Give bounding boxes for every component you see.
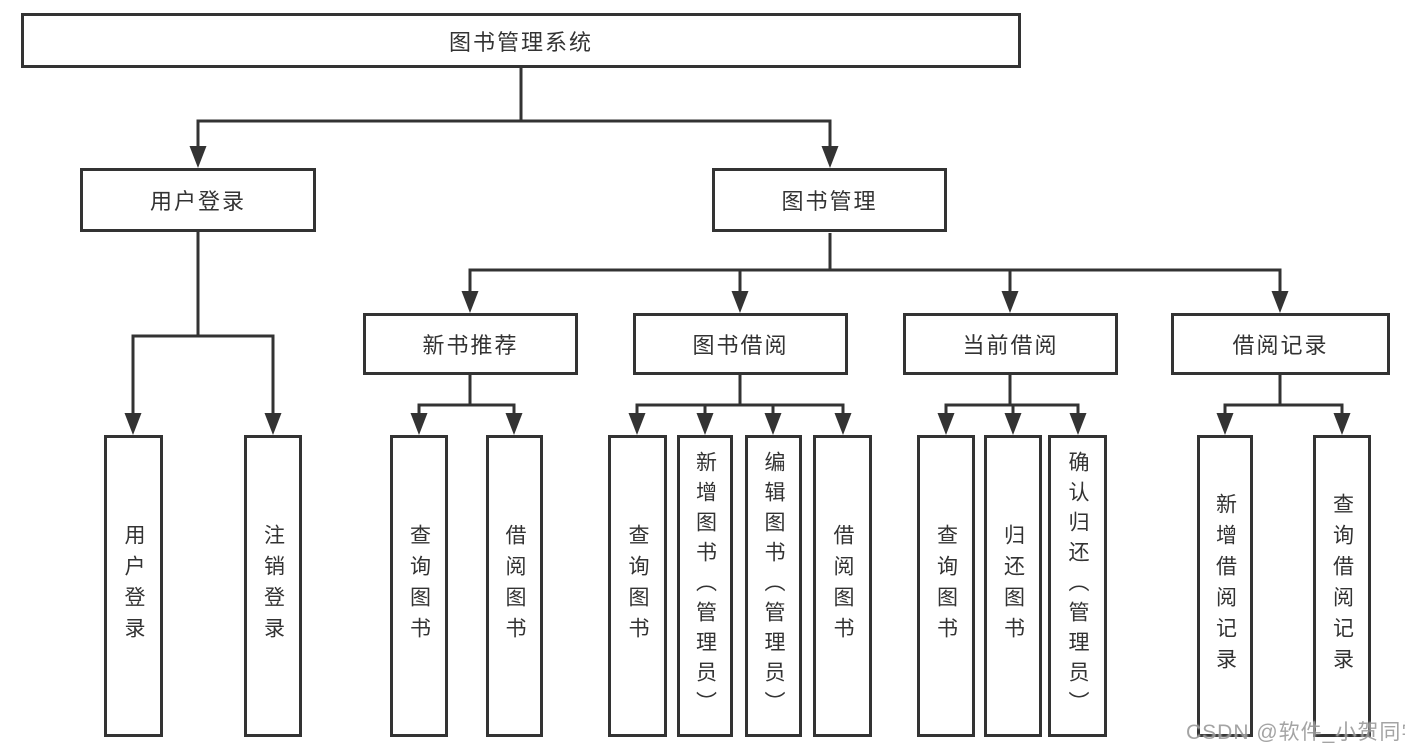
leaf-query-books-recommend: 查询图书 bbox=[390, 435, 448, 737]
node-label: 查询图书 bbox=[626, 524, 649, 648]
node-label: 用户登录 bbox=[122, 524, 145, 648]
leaf-query-books-current: 查询图书 bbox=[917, 435, 975, 737]
leaf-edit-book-admin: 编辑图书（管理员） bbox=[745, 435, 802, 737]
node-label: 借阅图书 bbox=[503, 524, 526, 648]
node-label: 图书借阅 bbox=[692, 333, 789, 358]
leaf-add-borrow-record: 新增借阅记录 bbox=[1197, 435, 1253, 737]
leaf-query-books-borrow: 查询图书 bbox=[608, 435, 667, 737]
node-library-management-system: 图书管理系统 bbox=[21, 13, 1021, 68]
node-borrow-records: 借阅记录 bbox=[1171, 313, 1390, 375]
node-label: 新增图书（管理员） bbox=[693, 451, 717, 721]
edge-new-book-recommend-children bbox=[410, 375, 523, 435]
node-label: 当前借阅 bbox=[962, 333, 1059, 358]
node-new-book-recommend: 新书推荐 bbox=[363, 313, 578, 375]
node-label: 用户登录 bbox=[149, 189, 246, 214]
node-label: 查询借阅记录 bbox=[1330, 493, 1354, 679]
leaf-borrow-books: 借阅图书 bbox=[813, 435, 872, 737]
leaf-query-borrow-record: 查询借阅记录 bbox=[1313, 435, 1371, 737]
leaf-add-book-admin: 新增图书（管理员） bbox=[677, 435, 733, 737]
node-label: 归还图书 bbox=[1001, 524, 1025, 648]
node-label: 查询图书 bbox=[934, 524, 958, 648]
node-label: 新书推荐 bbox=[422, 333, 519, 358]
node-label: 注销登录 bbox=[261, 524, 285, 648]
csdn-watermark: CSDN @软件_小贺同学 bbox=[1186, 721, 1405, 744]
node-label: 图书管理 bbox=[781, 189, 878, 214]
leaf-borrow-books-recommend: 借阅图书 bbox=[486, 435, 543, 737]
edge-root-to-level2 bbox=[189, 68, 839, 168]
edge-user-login-children bbox=[124, 232, 282, 435]
node-label: 借阅记录 bbox=[1232, 333, 1329, 358]
node-label: 借阅图书 bbox=[831, 524, 854, 648]
node-label: 确认归还（管理员） bbox=[1066, 451, 1089, 721]
edge-borrow-records-children bbox=[1216, 375, 1351, 435]
leaf-confirm-return-admin: 确认归还（管理员） bbox=[1048, 435, 1107, 737]
leaf-return-book: 归还图书 bbox=[984, 435, 1042, 737]
edge-book-borrow-children bbox=[628, 375, 852, 435]
node-label: 查询图书 bbox=[407, 524, 431, 648]
node-label: 图书管理系统 bbox=[448, 29, 593, 55]
node-user-login: 用户登录 bbox=[80, 168, 316, 232]
edge-book-management-children bbox=[461, 233, 1289, 313]
node-current-borrow: 当前借阅 bbox=[903, 313, 1118, 375]
edge-current-borrow-children bbox=[937, 375, 1087, 435]
leaf-logout: 注销登录 bbox=[244, 435, 302, 737]
leaf-user-login: 用户登录 bbox=[104, 435, 163, 737]
node-label: 编辑图书（管理员） bbox=[762, 451, 785, 721]
node-label: 新增借阅记录 bbox=[1213, 493, 1237, 679]
node-book-borrow: 图书借阅 bbox=[633, 313, 848, 375]
node-book-management: 图书管理 bbox=[712, 168, 947, 232]
